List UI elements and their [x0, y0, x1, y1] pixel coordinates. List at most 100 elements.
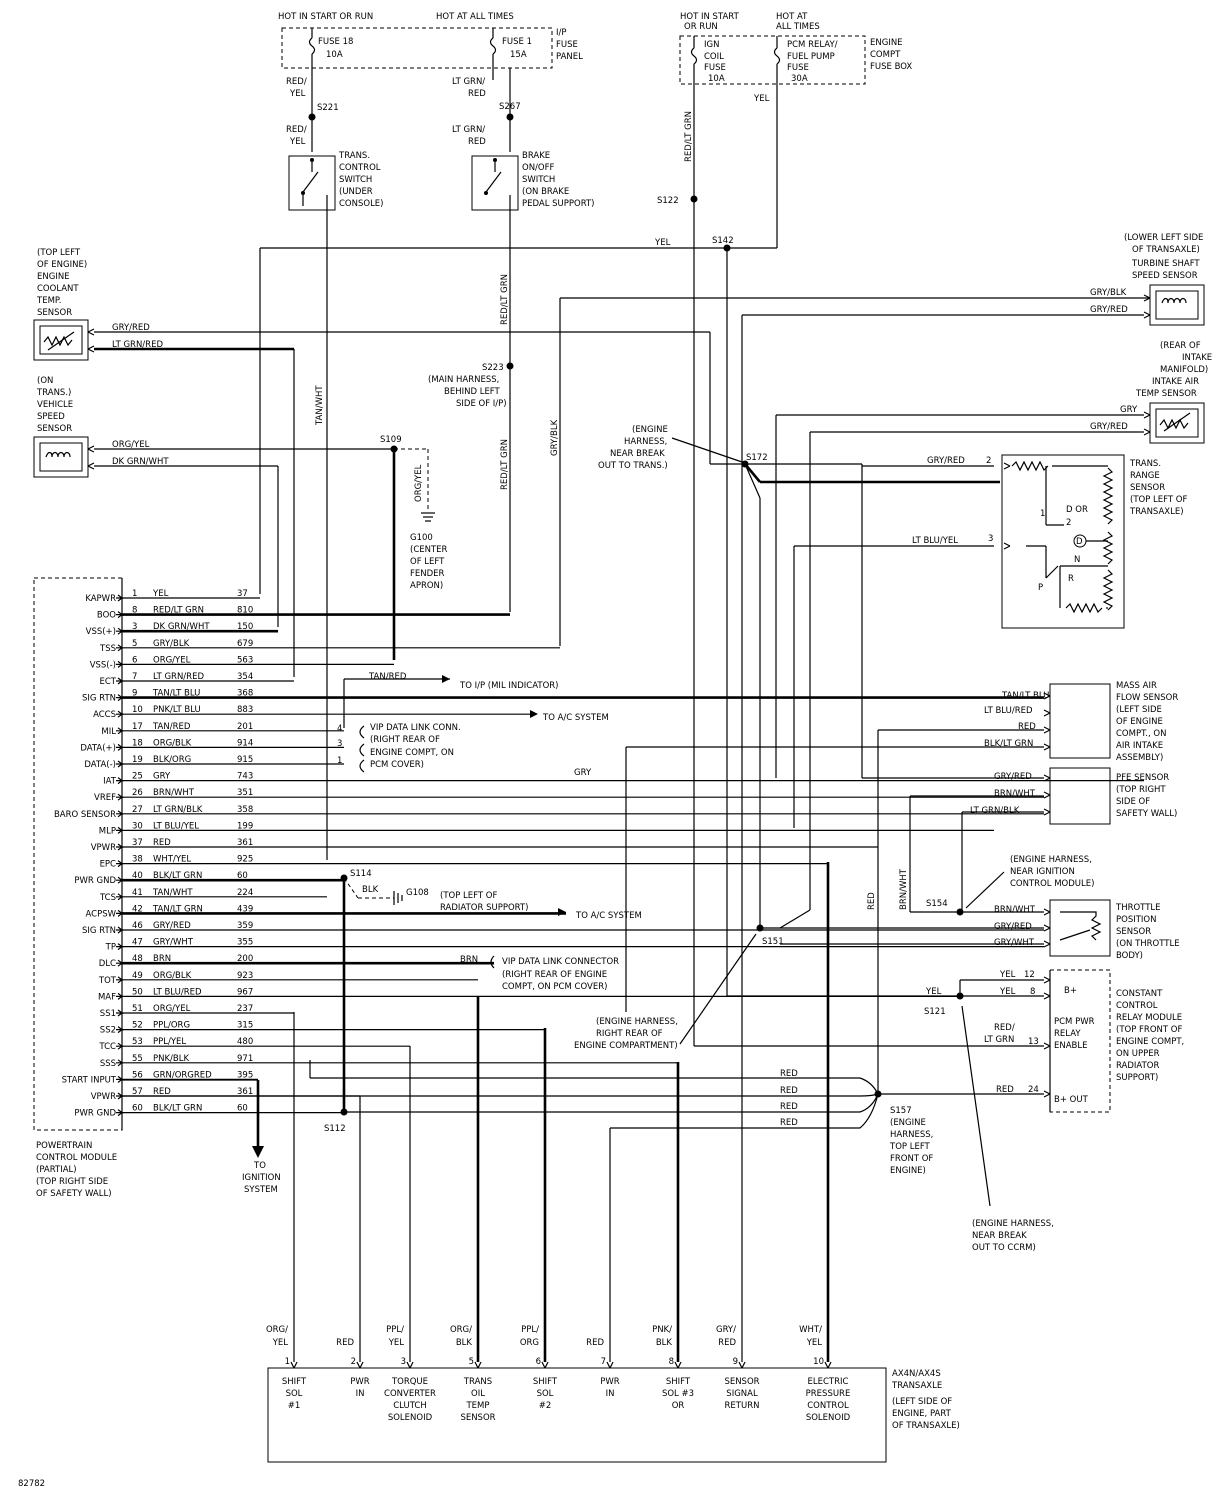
- pcm-pin-color: ORG/BLK: [153, 971, 192, 981]
- transaxle-pin-name: SENSOR: [724, 1377, 759, 1387]
- svg-text:RED/: RED/: [286, 125, 307, 135]
- transaxle-pin-number: 7: [601, 1357, 606, 1367]
- svg-text:COOLANT: COOLANT: [37, 284, 79, 294]
- pcm-pin-number: 51: [132, 1004, 143, 1014]
- fuse-hot-start-label: HOT IN START OR RUN: [278, 12, 373, 22]
- svg-text:OR RUN: OR RUN: [684, 22, 718, 32]
- svg-text:GRY/BLK: GRY/BLK: [550, 419, 560, 456]
- pcm-pin-arrow: [116, 1026, 124, 1034]
- pcm-pin-arrow: [116, 893, 124, 901]
- transaxle-pin-arrow: [674, 1361, 682, 1369]
- svg-text:GRY/BLK: GRY/BLK: [1090, 288, 1127, 298]
- maf-box: [1049, 683, 1111, 759]
- transaxle-wire-color: PPL/: [386, 1325, 404, 1335]
- pcm-pin-name: TSS: [99, 644, 116, 654]
- transaxle-wire-color: RED: [586, 1338, 604, 1348]
- svg-text:S223: S223: [482, 363, 504, 373]
- svg-text:B+: B+: [1064, 986, 1077, 996]
- pcm-pin-name: BARO SENSOR: [54, 810, 116, 820]
- transaxle-pin-name: SOL #3: [662, 1389, 694, 1399]
- svg-text:S112: S112: [324, 1124, 346, 1134]
- transaxle-pin-name: SOL: [537, 1389, 554, 1399]
- pcm-pin-color: BLK/LT GRN: [153, 1104, 202, 1114]
- svg-text:RANGE: RANGE: [1130, 471, 1160, 481]
- transaxle-wire-color: BLK: [656, 1338, 673, 1348]
- pcm-pin-color: TAN/WHT: [152, 888, 193, 898]
- transaxle-pin-arrow: [738, 1361, 746, 1369]
- pcm-pin-number: 48: [132, 954, 143, 964]
- svg-text:ENGINE COMPT, ON: ENGINE COMPT, ON: [370, 748, 454, 758]
- svg-text:RADIATOR: RADIATOR: [1116, 1061, 1159, 1071]
- pcm-pin-name: MAF: [98, 992, 116, 1002]
- svg-text:(ON THROTTLE: (ON THROTTLE: [1116, 939, 1180, 949]
- coolant-sensor-box: [33, 319, 89, 361]
- pcm-pin-color: BLK/ORG: [153, 755, 191, 765]
- transaxle-wire-color: RED: [336, 1338, 354, 1348]
- transaxle-wiring: [293, 862, 830, 1362]
- svg-text:ENGINE, PART: ENGINE, PART: [892, 1409, 952, 1419]
- svg-text:RED: RED: [780, 1118, 798, 1128]
- pcm-module: POWERTRAIN CONTROL MODULE (PARTIAL) (TOP…: [33, 577, 123, 1199]
- transaxle-pin-number: 2: [351, 1357, 356, 1367]
- transaxle-wire-color: YEL: [272, 1338, 289, 1348]
- svg-text:NEAR IGNITION: NEAR IGNITION: [1010, 867, 1075, 877]
- pfe-box: [1049, 767, 1111, 825]
- pcm-pin-name: BOO: [97, 611, 116, 621]
- transaxle-pin-name: TEMP: [465, 1401, 489, 1411]
- svg-text:GRY/RED: GRY/RED: [112, 323, 150, 333]
- pcm-pin-color: ORG/BLK: [153, 738, 192, 748]
- pcm-pin-name: START INPUT: [62, 1075, 117, 1085]
- pcm-pin-number: 57: [132, 1087, 143, 1097]
- svg-text:PANEL: PANEL: [556, 52, 583, 62]
- svg-text:GRY/RED: GRY/RED: [927, 456, 965, 466]
- svg-text:OF ENGINE): OF ENGINE): [37, 260, 87, 270]
- transaxle-pin-name: SHIFT: [282, 1377, 307, 1387]
- svg-text:LT GRN/RED: LT GRN/RED: [112, 340, 163, 350]
- pcm-pin-circuit: 810: [237, 606, 253, 616]
- svg-text:TURBINE SHAFT: TURBINE SHAFT: [1131, 259, 1200, 269]
- pcm-pin-circuit: 361: [237, 838, 253, 848]
- transaxle-pin-name: PWR: [600, 1377, 620, 1387]
- transaxle-pin-name: TRANS: [463, 1377, 492, 1387]
- svg-text:RELAY: RELAY: [1054, 1029, 1081, 1039]
- pcm-wire-runs: TAN/RED TO I/P (MIL INDICATOR) TO A/C SY…: [337, 672, 1049, 1094]
- splice-s223: [506, 362, 514, 370]
- pcm-pin-name: MLP: [99, 826, 116, 836]
- pcm-pin-number: 30: [132, 821, 143, 831]
- intake-air-temp-sensor: (REAR OF INTAKE MANIFOLD) INTAKE AIR TEM…: [775, 341, 1212, 910]
- svg-text:1: 1: [337, 756, 342, 766]
- pcm-pin-circuit: 60: [237, 1104, 248, 1114]
- pcm-pin-number: 40: [132, 871, 143, 881]
- splice-s172-area: S172 (ENGINE HARNESS, NEAR BREAK OUT TO …: [598, 425, 1000, 928]
- svg-text:BRN: BRN: [460, 955, 478, 965]
- pcm-pin-name: DATA(-): [84, 760, 116, 770]
- transaxle-pin-number: 10: [813, 1357, 824, 1367]
- wire-label-yel: YEL: [753, 94, 770, 104]
- svg-text:RED: RED: [867, 892, 877, 910]
- iat-sensor-box: [1149, 402, 1205, 444]
- pcm-pin-arrow: [116, 992, 124, 1000]
- transaxle-pin-name: CONTROL: [807, 1401, 849, 1411]
- svg-text:S151: S151: [762, 937, 784, 947]
- svg-text:4: 4: [337, 724, 342, 734]
- svg-text:YEL: YEL: [999, 987, 1016, 997]
- svg-text:ENGINE COMPT,: ENGINE COMPT,: [1116, 1037, 1184, 1047]
- transaxle-wire-color: PPL/: [521, 1325, 539, 1335]
- ign-coil-fuse-symbol: [690, 47, 698, 65]
- transaxle-pin-number: 9: [733, 1357, 738, 1367]
- pcm-pin-arrow: [116, 909, 124, 917]
- svg-text:S221: S221: [317, 103, 339, 113]
- constant-control-relay-module: CONSTANT CONTROL RELAY MODULE (TOP FRONT…: [694, 969, 1184, 1253]
- transaxle-pin-name: SIGNAL: [726, 1389, 758, 1399]
- svg-text:RED: RED: [1018, 722, 1036, 732]
- pcm-pin-arrow: [116, 694, 124, 702]
- pcm-pin-number: 27: [132, 805, 143, 815]
- svg-text:RED: RED: [996, 1085, 1014, 1095]
- pcm-pin-circuit: 150: [237, 622, 253, 632]
- pcm-pin-number: 60: [132, 1104, 143, 1114]
- pcm-pin-color: BLK/LT GRN: [153, 871, 202, 881]
- svg-text:(TOP RIGHT SIDE: (TOP RIGHT SIDE: [36, 1177, 108, 1187]
- pcm-pin-number: 42: [132, 904, 143, 914]
- pcm-pin-arrow: [116, 876, 124, 884]
